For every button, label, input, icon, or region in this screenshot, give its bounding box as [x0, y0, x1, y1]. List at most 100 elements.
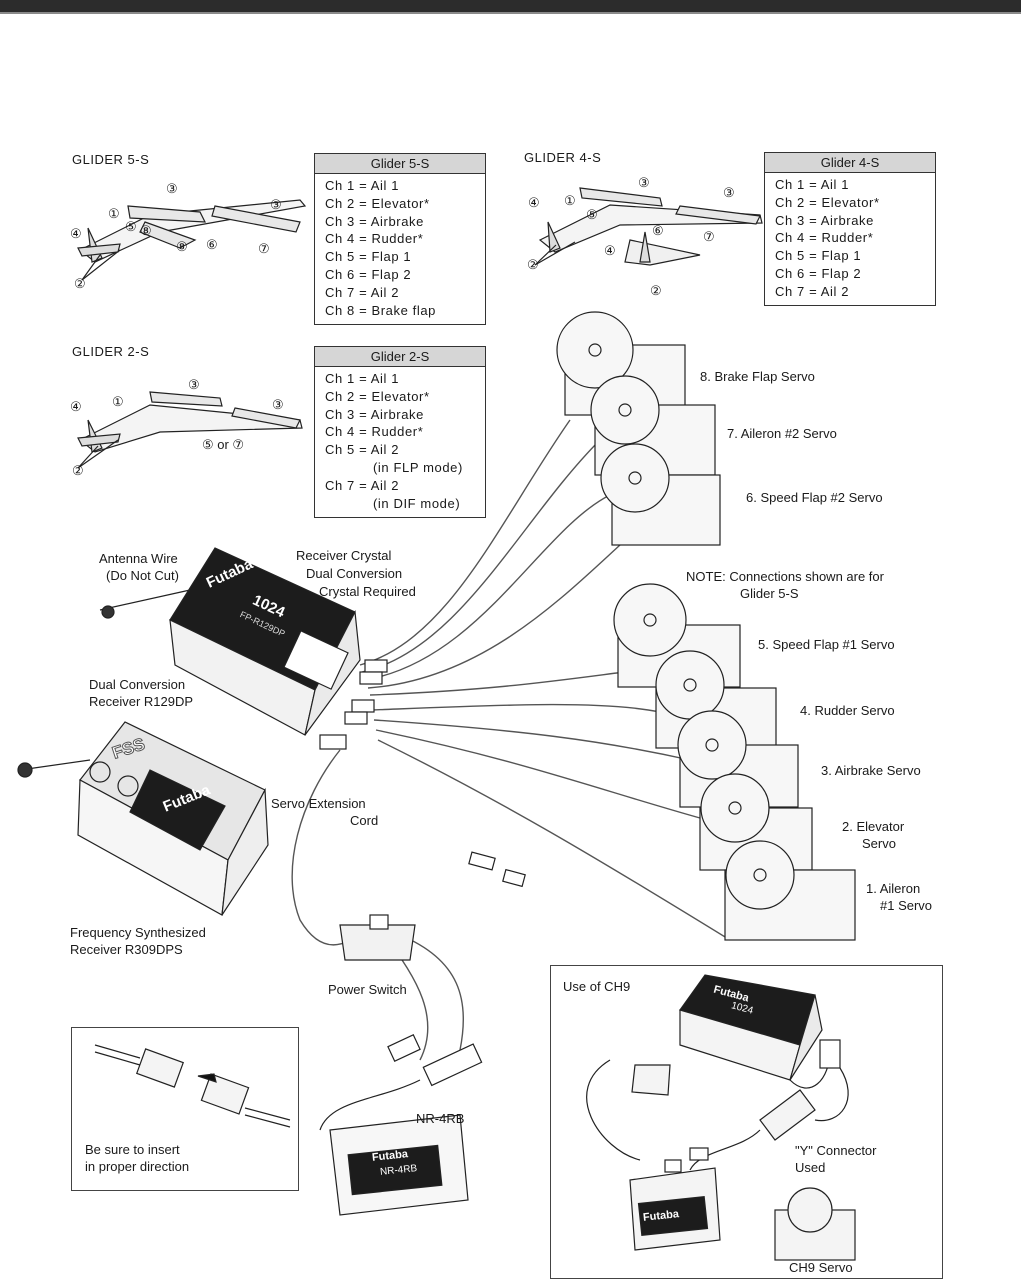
servo-label-8: 8. Brake Flap Servo [700, 369, 815, 384]
servo-label-1b: #1 Servo [880, 898, 933, 913]
callout-3: ③ [638, 175, 650, 190]
callout-5: ⑤ [125, 219, 137, 234]
glider-4s-channel-table: Glider 4-S Ch 1 = Ail 1 Ch 2 = Elevator*… [764, 152, 936, 306]
callout-5-or-7: ⑤ or ⑦ [202, 437, 245, 452]
servo-label-3: 3. Airbrake Servo [821, 763, 921, 778]
glider-4s-channel: Ch 4 = Rudder* [775, 230, 874, 246]
receiver2-model-label: Receiver R309DPS [70, 942, 183, 957]
receiver1-label: Dual Conversion [89, 677, 186, 692]
callout-3: ③ [166, 181, 178, 196]
callout-1: ① [564, 193, 576, 208]
ch9-inset-drawing [586, 974, 856, 1261]
note-line1: NOTE: Connections shown are for [686, 569, 884, 584]
callout-4: ④ [528, 195, 540, 210]
servo-label-6: 6. Speed Flap #2 Servo [746, 490, 883, 505]
glider-5s-channel: Ch 8 = Brake flap [325, 302, 437, 318]
glider-5s-channel: Ch 1 = Ail 1 [325, 178, 400, 193]
ch9-receiver-model: 1024 [729, 1000, 755, 1017]
power-switch-label: Power Switch [328, 982, 407, 997]
glider-2s-table-header: Glider 2-S [315, 347, 485, 367]
crystal-line2: Dual Conversion [306, 566, 403, 581]
glider-5s-channel-table: Glider 5-S Ch 1 = Ail 1 Ch 2 = Elevator*… [314, 153, 486, 325]
note-line2: Glider 5-S [740, 586, 799, 601]
callout-4: ④ [604, 243, 616, 258]
glider-5s-table-header: Glider 5-S [315, 154, 485, 174]
callout-6: ⑥ [652, 223, 664, 238]
callout-7: ⑦ [703, 229, 715, 244]
callout-8: ⑧ [140, 223, 152, 238]
glider-4s-title: GLIDER 4-S [524, 150, 602, 165]
antenna-note: (Do Not Cut) [106, 568, 179, 583]
ch9-battery-brand: Futaba [642, 1208, 680, 1224]
glider-5s-channel: Ch 3 = Airbrake [325, 213, 424, 229]
insert-tip-box: Be sure to insert in proper direction [71, 1027, 299, 1191]
crystal-line3: Crystal Required [319, 584, 416, 599]
callout-5: ⑤ [586, 207, 598, 222]
crystal-label: Receiver Crystal [296, 548, 392, 563]
callout-3: ③ [723, 185, 735, 200]
servo-label-4: 4. Rudder Servo [800, 703, 895, 718]
servo-leads [291, 419, 731, 1061]
glider-5s-channel: Ch 2 = Elevator* [325, 195, 430, 211]
battery-label: NR-4RB [416, 1111, 465, 1126]
callout-4: ④ [70, 399, 82, 414]
extension-label: Servo Extension [271, 796, 366, 811]
glider-2s-channel-table: Glider 2-S Ch 1 = Ail 1 Ch 2 = Elevator*… [314, 346, 486, 518]
antenna-label: Antenna Wire [99, 551, 178, 566]
callout-6: ⑥ [206, 237, 218, 252]
battery-connectors [319, 1034, 483, 1131]
glider-2s-channel-note: (in DIF mode) [373, 495, 461, 511]
ch9-usage-box: Use of CH9 Futaba 1024 Futaba "Y" Connec… [550, 965, 943, 1279]
receiver-r309dps-drawing [17, 721, 269, 916]
glider-4s-channel: Ch 6 = Flap 2 [775, 265, 862, 281]
callout-3: ③ [270, 197, 282, 212]
receiver2-label: Frequency Synthesized [70, 925, 206, 940]
glider-5s-channel: Ch 4 = Rudder* [325, 231, 424, 247]
callout-1: ① [112, 394, 124, 409]
glider-2s-channel: Ch 5 = Ail 2 [325, 442, 400, 458]
callout-3: ③ [272, 397, 284, 412]
glider-2s-channel: Ch 2 = Elevator* [325, 388, 430, 404]
insert-tip-line2: in proper direction [85, 1159, 190, 1174]
servo-label-7: 7. Aileron #2 Servo [727, 426, 837, 441]
servo-label-1: 1. Aileron [866, 881, 921, 896]
glider-4s-channel: Ch 3 = Airbrake [775, 212, 874, 228]
insert-tip-drawing [94, 1044, 291, 1128]
page-top-bar [0, 0, 1021, 12]
glider-4s-channel: Ch 7 = Ail 2 [775, 283, 850, 299]
glider-5s-sketch [77, 199, 307, 281]
glider-4s-table-header: Glider 4-S [765, 153, 935, 173]
glider-4s-channel: Ch 1 = Ail 1 [775, 177, 850, 192]
ch9-servo-label: CH9 Servo [789, 1260, 853, 1275]
ch9-y-connector-label: "Y" Connector [795, 1143, 877, 1158]
callout-2: ② [650, 283, 662, 298]
glider-4s-channel: Ch 2 = Elevator* [775, 194, 880, 210]
connector-stack [319, 659, 388, 750]
callout-2: ② [527, 257, 539, 272]
power-switch-drawing [339, 914, 416, 961]
callout-2: ② [74, 276, 86, 291]
glider-2s-channel: Ch 7 = Ail 2 [325, 477, 400, 493]
servo-label-2: 2. Elevator [842, 819, 905, 834]
receiver1-model-label: Receiver R129DP [89, 694, 194, 709]
glider-5s-channel: Ch 5 = Flap 1 [325, 249, 412, 265]
extension-label-2: Cord [350, 813, 379, 828]
ch9-title: Use of CH9 [563, 979, 631, 994]
callout-2: ② [72, 463, 84, 478]
servo-label-5: 5. Speed Flap #1 Servo [758, 637, 895, 652]
glider-2s-sketch [77, 391, 303, 469]
glider-2s-channel-note: (in FLP mode) [373, 459, 463, 475]
battery-nr4rb-drawing [329, 1114, 469, 1216]
receiver-r129dp-drawing [99, 547, 361, 736]
glider-5s-channel: Ch 7 = Ail 2 [325, 284, 400, 300]
callout-1: ① [108, 206, 120, 221]
glider-2s-channel: Ch 1 = Ail 1 [325, 371, 400, 386]
glider-5s-title: GLIDER 5-S [72, 152, 150, 167]
glider-4s-channel: Ch 5 = Flap 1 [775, 248, 862, 264]
ch9-y-connector-used: Used [795, 1160, 826, 1175]
callout-8: ⑧ [176, 239, 188, 254]
callout-7: ⑦ [258, 241, 270, 256]
page-top-rule [0, 12, 1021, 14]
callout-4: ④ [70, 226, 82, 241]
